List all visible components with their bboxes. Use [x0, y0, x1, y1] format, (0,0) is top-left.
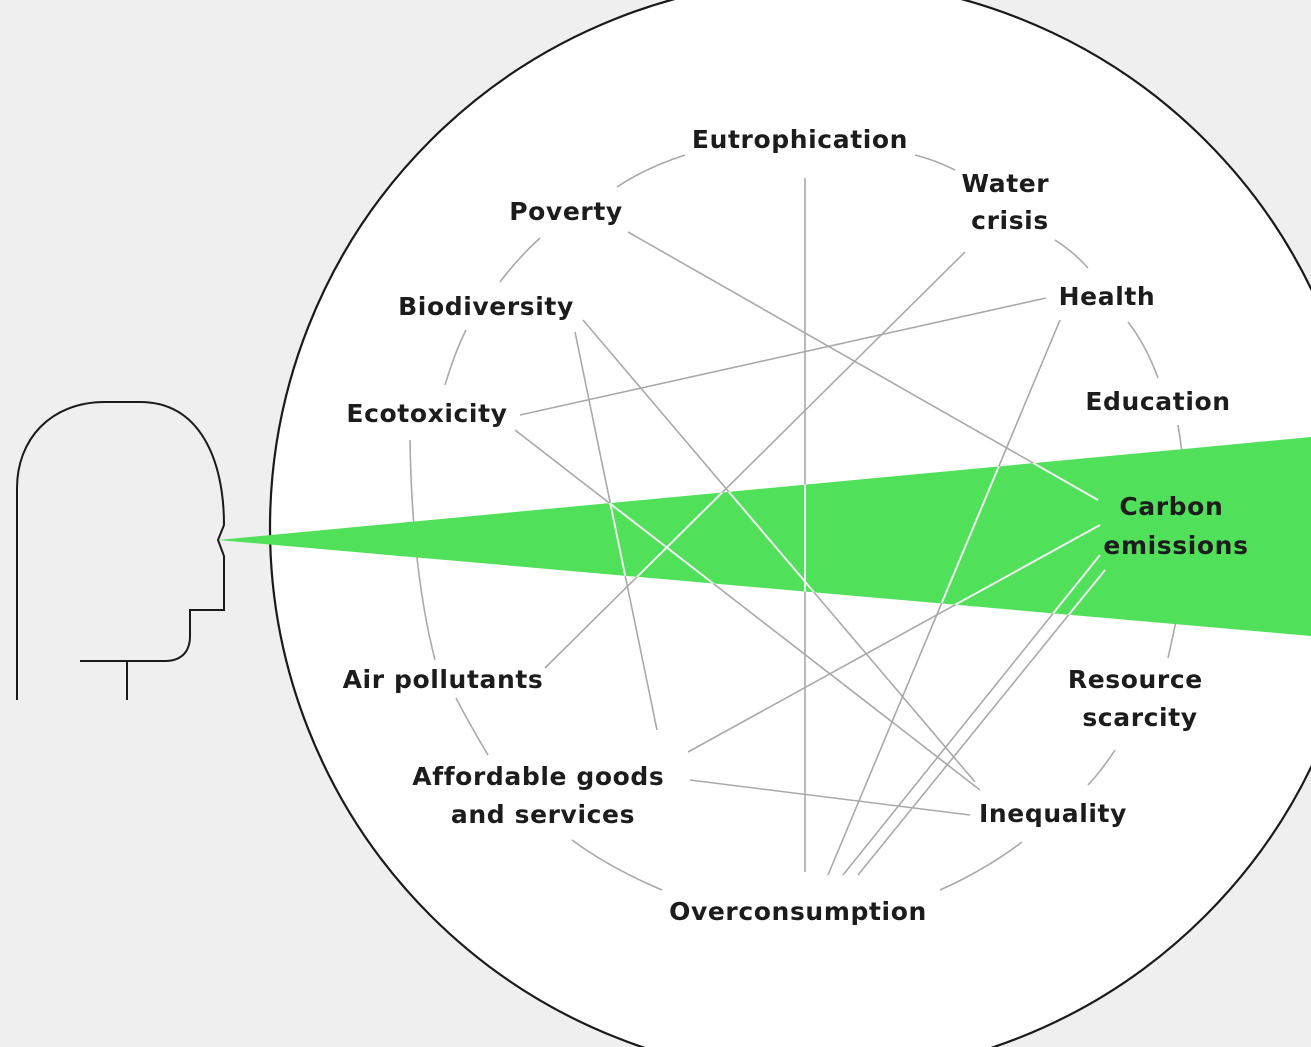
- link-water-crisis-to-air-pollutants: [544, 251, 966, 669]
- link-poverty-to-carbon-emissions: [627, 231, 1099, 501]
- link-resource-scarcity-to-overconsumption: [857, 569, 1106, 876]
- link-carbon-emissions-to-overconsumption: [842, 554, 1101, 636]
- node-inequality: Inequality: [979, 799, 1127, 828]
- node-resource-scarcity: Resource scarcity: [1068, 665, 1212, 732]
- ring-arc: [444, 329, 467, 386]
- ring-arcs: [409, 154, 1186, 891]
- node-affordable-goods: Affordable goods and services: [412, 762, 673, 829]
- node-poverty: Poverty: [509, 197, 623, 226]
- vision-beam: [218, 437, 1311, 636]
- node-education: Education: [1085, 387, 1230, 416]
- ring-arc: [616, 154, 686, 188]
- ring-arc: [1127, 321, 1159, 379]
- link-biodiversity-to-affordable-goods: [574, 437, 658, 636]
- ring-arc: [1087, 749, 1116, 786]
- link-affordable-goods-to-carbon-emissions: [687, 524, 1101, 636]
- node-ecotoxicity: Ecotoxicity: [346, 399, 507, 428]
- ring-arc: [409, 439, 436, 661]
- link-biodiversity-to-inequality: [582, 437, 976, 636]
- ring-arc: [455, 697, 489, 756]
- link-affordable-goods-to-inequality: [689, 779, 971, 816]
- link-ecotoxicity-to-inequality: [514, 429, 981, 791]
- node-air-pollutants: Air pollutants: [343, 665, 544, 694]
- node-carbon-emissions: Carbon emissions: [1103, 492, 1248, 560]
- link-health-to-overconsumption: [827, 437, 1061, 636]
- ring-arc: [914, 154, 956, 171]
- ring-arc: [1054, 239, 1089, 269]
- person-head-icon: [16, 401, 226, 700]
- node-health: Health: [1059, 282, 1156, 311]
- ring-arc: [499, 237, 541, 283]
- node-eutrophication: Eutrophication: [692, 125, 908, 154]
- ring-arc: [939, 841, 1023, 891]
- link-ecotoxicity-to-health: [519, 297, 1047, 416]
- ring-arc: [571, 839, 663, 891]
- node-overconsumption: Overconsumption: [669, 897, 927, 926]
- node-water-crisis: Water crisis: [961, 169, 1058, 235]
- node-biodiversity: Biodiversity: [398, 292, 574, 321]
